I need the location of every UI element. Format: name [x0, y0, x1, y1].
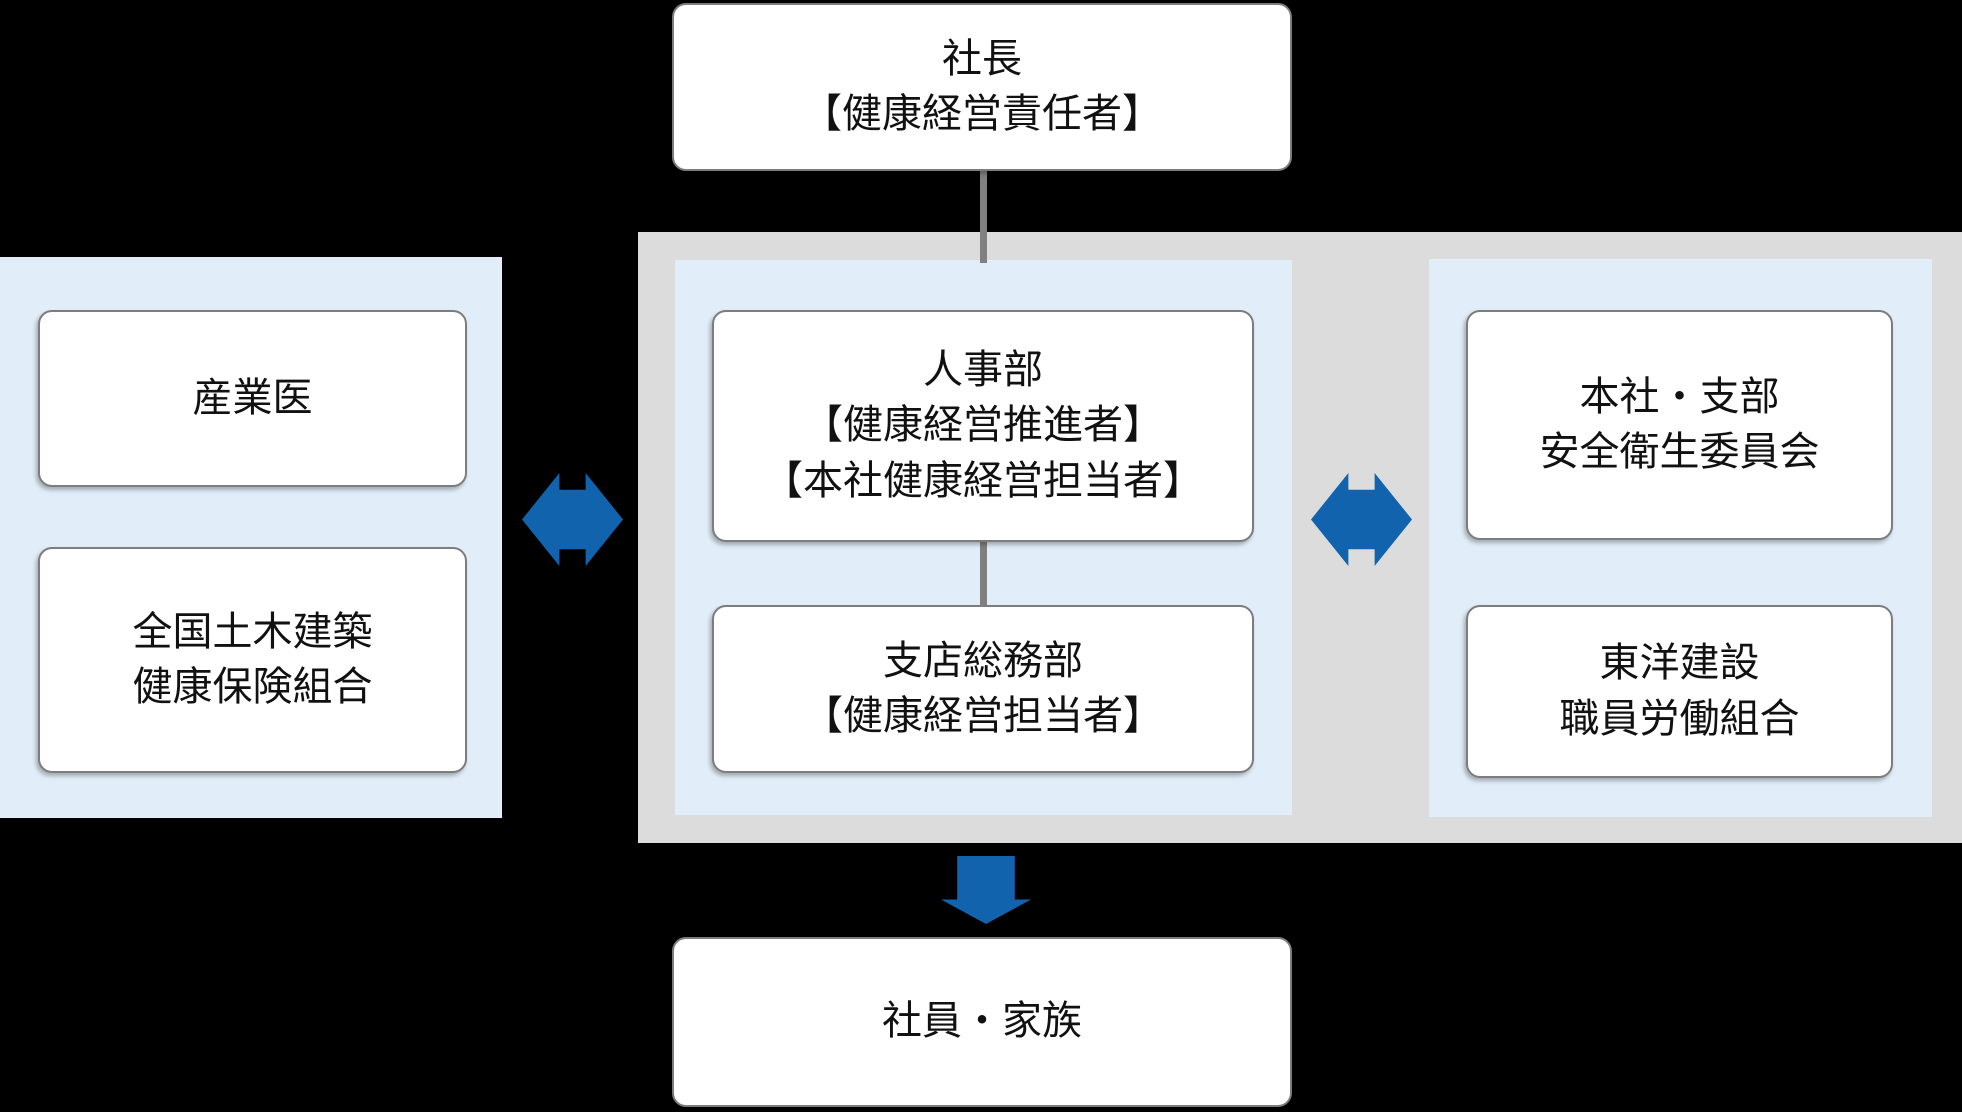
node-branch-general-affairs: 支店総務部 【健康経営担当者】	[712, 605, 1254, 773]
connector-president-to-hr	[980, 171, 987, 263]
node-hr-department: 人事部 【健康経営推進者】 【本社健康経営担当者】	[712, 310, 1254, 542]
hr-department-label-line-2: 【健康経営推進者】	[803, 403, 1163, 448]
node-employees-families: 社員・家族	[672, 937, 1292, 1107]
node-labor-union: 東洋建設 職員労働組合	[1466, 605, 1893, 778]
node-safety-committee: 本社・支部 安全衛生委員会	[1466, 310, 1893, 540]
branch-general-affairs-label-line-2: 【健康経営担当者】	[803, 694, 1163, 738]
health-insurance-union-label-line-1: 全国土木建築	[132, 609, 373, 654]
health-insurance-union-label-line-2: 健康保険組合	[132, 665, 373, 709]
down-arrow-icon	[941, 856, 1031, 924]
node-president: 社長 【健康経営責任者】	[672, 3, 1292, 171]
employees-families-label: 社員・家族	[882, 999, 1082, 1044]
safety-committee-label-line-1: 本社・支部	[1579, 374, 1780, 419]
branch-general-affairs-label-line-1: 支店総務部	[883, 638, 1083, 683]
hr-department-label-line-1: 人事部	[923, 348, 1043, 393]
hr-department-label-line-3: 【本社健康経営担当者】	[763, 458, 1203, 503]
occupational-physician-label: 産業医	[192, 375, 313, 420]
double-arrow-left-icon	[522, 473, 623, 566]
president-label-line-1: 社長	[942, 36, 1022, 81]
node-health-insurance-union: 全国土木建築 健康保険組合	[38, 547, 467, 773]
president-label-line-2: 【健康経営責任者】	[802, 92, 1162, 136]
labor-union-label-line-1: 東洋建設	[1599, 641, 1760, 686]
labor-union-label-line-2: 職員労働組合	[1559, 696, 1800, 741]
node-occupational-physician: 産業医	[38, 310, 467, 487]
safety-committee-label-line-2: 安全衛生委員会	[1539, 430, 1820, 474]
connector-hr-to-branch	[980, 542, 987, 606]
